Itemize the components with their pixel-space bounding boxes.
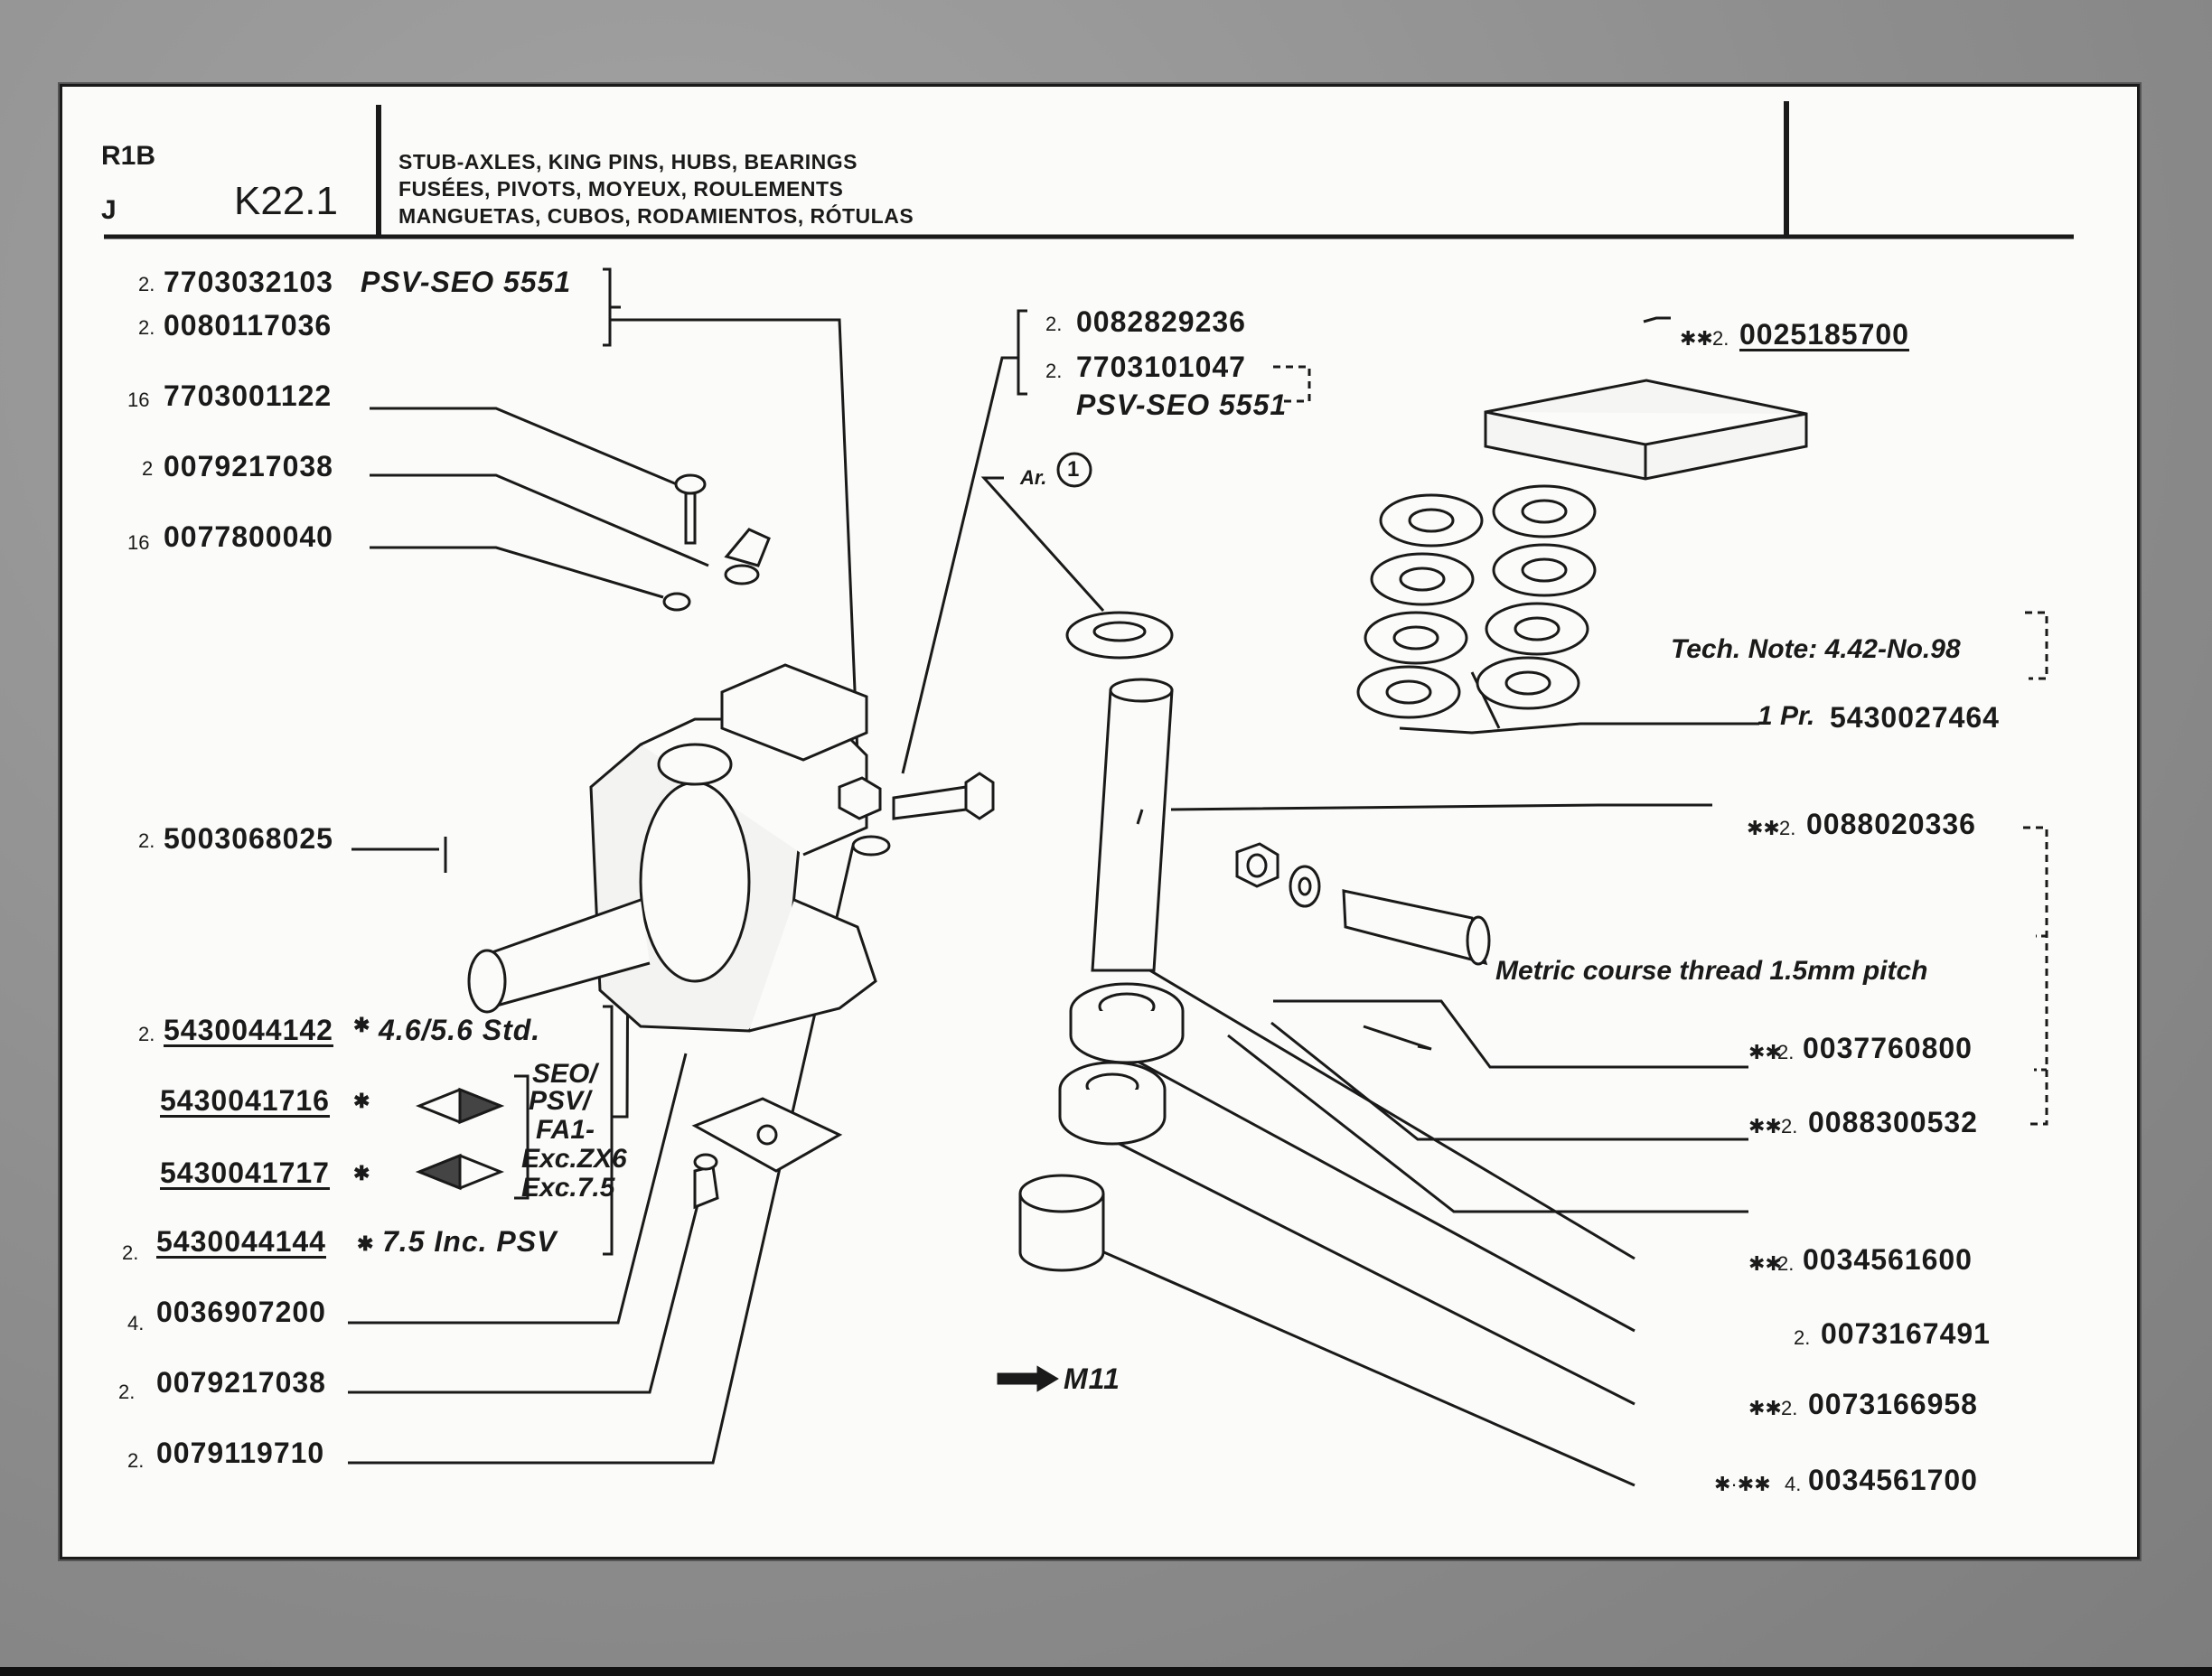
scan-edge [0,1667,2212,1676]
title-french: FUSÉES, PIVOTS, MOYEUX, ROULEMENTS [398,177,844,201]
part-qty: 2. [1779,817,1796,839]
part-qty: 16 [127,389,150,411]
asterisk-mark: ✱✱ [1748,1115,1782,1138]
variant-line: FA1- [536,1115,595,1145]
variant-line: PSV/ [529,1086,591,1116]
part-qty: 2. [1712,327,1729,350]
parts-sheet: R1B J K22.1 STUB-AXLES, KING PINS, HUBS,… [60,84,2140,1559]
section-letter: J [101,195,117,225]
pair-part-number: 5430027464 [1830,701,2000,734]
part-qty: 2. [138,1023,155,1045]
variant-line: Exc.ZX6 [521,1144,627,1174]
part-number: 0079119710 [156,1437,325,1469]
part-number: 0080117036 [164,309,333,342]
part-qty: 2. [1781,1397,1798,1419]
part-number: 0036907200 [156,1296,326,1328]
part-qty: 2. [1794,1326,1811,1349]
part-number: 0025185700 [1739,318,1909,351]
part-qty: 2. [138,273,155,295]
asterisk-mark: ✱ [353,1090,371,1112]
part-qty: 2. [127,1449,145,1472]
page-number: K22.1 [234,179,338,223]
part-number: 0079217038 [164,450,333,482]
part-qty: 2. [138,316,155,339]
part-note: PSV-SEO 5551 [361,266,572,298]
part-qty: 4. [127,1312,145,1334]
part-number: 0073166958 [1808,1388,1978,1420]
asterisk-mark: ✱ [357,1232,375,1255]
part-qty: 16 [127,531,150,554]
pair-label: 1 Pr. [1757,701,1815,731]
part-qty: 2. [1777,1041,1795,1063]
part-number: 5430044142 [164,1014,333,1046]
thread-note: Metric course thread 1.5mm pitch [1495,956,1928,986]
part-number: 0088300532 [1808,1106,1978,1138]
part-qty: 2 [142,457,154,480]
part-qty: 2. [138,829,155,852]
part-number: 0034561600 [1803,1243,1973,1276]
part-number: 7703101047 [1076,351,1246,383]
part-qty: 2. [118,1381,136,1403]
asterisk-mark: ✱·✱✱ [1714,1473,1771,1495]
asterisk-mark: ✱✱ [1748,1397,1782,1419]
part-qty: 2. [1045,313,1063,335]
arrangement-label: Ar. [1020,466,1047,489]
part-number: 7703032103 [164,266,333,298]
part-note: 4.6/5.6 Std. [379,1014,541,1046]
part-number: 0079217038 [156,1366,326,1399]
model-code: R1B [101,141,156,171]
part-number: 5430041716 [160,1084,330,1117]
asterisk-mark: ✱✱ [1680,327,1713,350]
arrangement-number: 1 [1067,457,1080,482]
asterisk-mark: ✱✱ [1748,1252,1782,1275]
part-qty: 2. [1781,1115,1798,1138]
part-qty: 2. [1045,360,1063,382]
part-number: 0082829236 [1076,305,1246,338]
variant-line: Exc.7.5 [521,1173,615,1203]
asterisk-mark: ✱ [353,1014,371,1036]
part-number: 0077800040 [164,520,333,553]
variant-line: SEO/ [532,1059,597,1089]
tech-note: Tech. Note: 4.42-No.98 [1671,634,1961,664]
part-number: 7703001122 [164,379,333,412]
part-qty: 2. [1777,1252,1795,1275]
part-qty: 2. [122,1241,139,1264]
part-number: 5003068025 [164,822,333,855]
title-english: STUB-AXLES, KING PINS, HUBS, BEARINGS [398,150,858,173]
asterisk-mark: ✱✱ [1748,1041,1782,1063]
part-note: 7.5 Inc. PSV [382,1225,558,1258]
cross-reference: M11 [1064,1362,1120,1395]
part-number: 0037760800 [1803,1032,1973,1064]
part-qty: 4. [1785,1473,1802,1495]
part-number: 0088020336 [1806,808,1976,840]
asterisk-mark: ✱ [353,1162,371,1184]
part-number: 0034561700 [1808,1464,1978,1496]
part-number: 5430044144 [156,1225,326,1258]
asterisk-mark: ✱✱ [1747,817,1780,839]
part-number: 0073167491 [1821,1317,1991,1350]
part-note: PSV-SEO 5551 [1076,389,1288,421]
title-spanish: MANGUETAS, CUBOS, RODAMIENTOS, RÓTULAS [398,204,914,228]
exploded-view-drawing [104,101,2074,1487]
part-number: 5430041717 [160,1156,330,1189]
